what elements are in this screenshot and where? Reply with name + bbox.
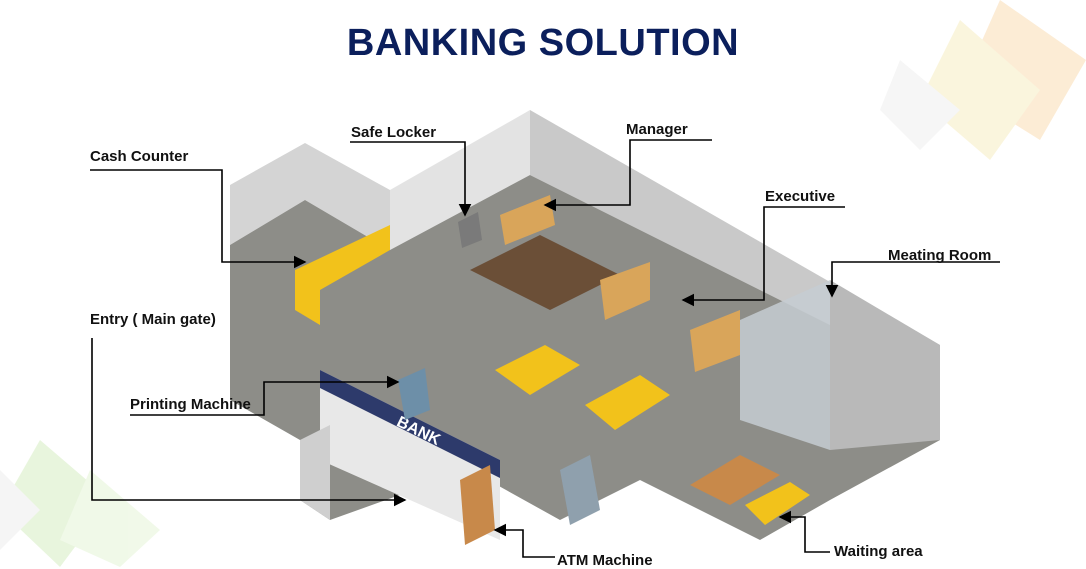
page-title: BANKING SOLUTION xyxy=(346,22,740,64)
entry-wall xyxy=(300,425,330,520)
back-wall-left xyxy=(230,143,390,250)
safe-locker xyxy=(458,212,482,248)
leader-meeting-room xyxy=(825,261,1000,298)
leader-cash-counter xyxy=(90,169,307,269)
label-cash-counter: Cash Counter xyxy=(90,148,189,165)
back-wall-center xyxy=(390,110,530,250)
label-meeting-room: Meating Room xyxy=(888,247,992,264)
decorative-diamonds-top-right xyxy=(880,0,1086,160)
leader-manager xyxy=(543,139,712,212)
executive-desk-2 xyxy=(690,310,740,372)
meeting-room-glass xyxy=(740,280,830,450)
waiting-sofa-1 xyxy=(495,345,580,395)
label-executive: Executive xyxy=(765,188,836,205)
leader-waiting-area xyxy=(778,510,830,553)
waiting-sofa-3 xyxy=(745,482,810,525)
meeting-table xyxy=(690,455,780,505)
leader-printing-machine xyxy=(130,375,400,416)
atm-booth xyxy=(560,455,600,525)
waiting-sofa-2 xyxy=(585,375,670,430)
meeting-room-wall xyxy=(830,280,940,450)
label-entry: Entry ( Main gate) xyxy=(90,311,216,328)
leader-lines xyxy=(90,139,1000,558)
leader-entry xyxy=(91,338,407,507)
label-manager: Manager xyxy=(626,121,688,138)
bank-sign-band xyxy=(320,370,500,478)
decorative-diamonds-bottom-left xyxy=(0,440,160,567)
leader-safe-locker xyxy=(350,141,472,217)
manager-desk xyxy=(500,195,555,245)
leader-atm xyxy=(493,523,555,558)
entry-atm xyxy=(460,465,495,545)
bank-facade xyxy=(320,370,500,540)
cash-counter xyxy=(295,225,390,325)
label-waiting-area: Waiting area xyxy=(834,543,923,560)
label-printing-machine: Printing Machine xyxy=(130,396,251,413)
label-atm-machine: ATM Machine xyxy=(557,552,653,569)
executive-desk xyxy=(600,262,650,320)
label-safe-locker: Safe Locker xyxy=(351,124,437,141)
leader-executive xyxy=(681,206,845,307)
manager-carpet xyxy=(470,235,620,310)
printing-machine xyxy=(398,368,430,420)
